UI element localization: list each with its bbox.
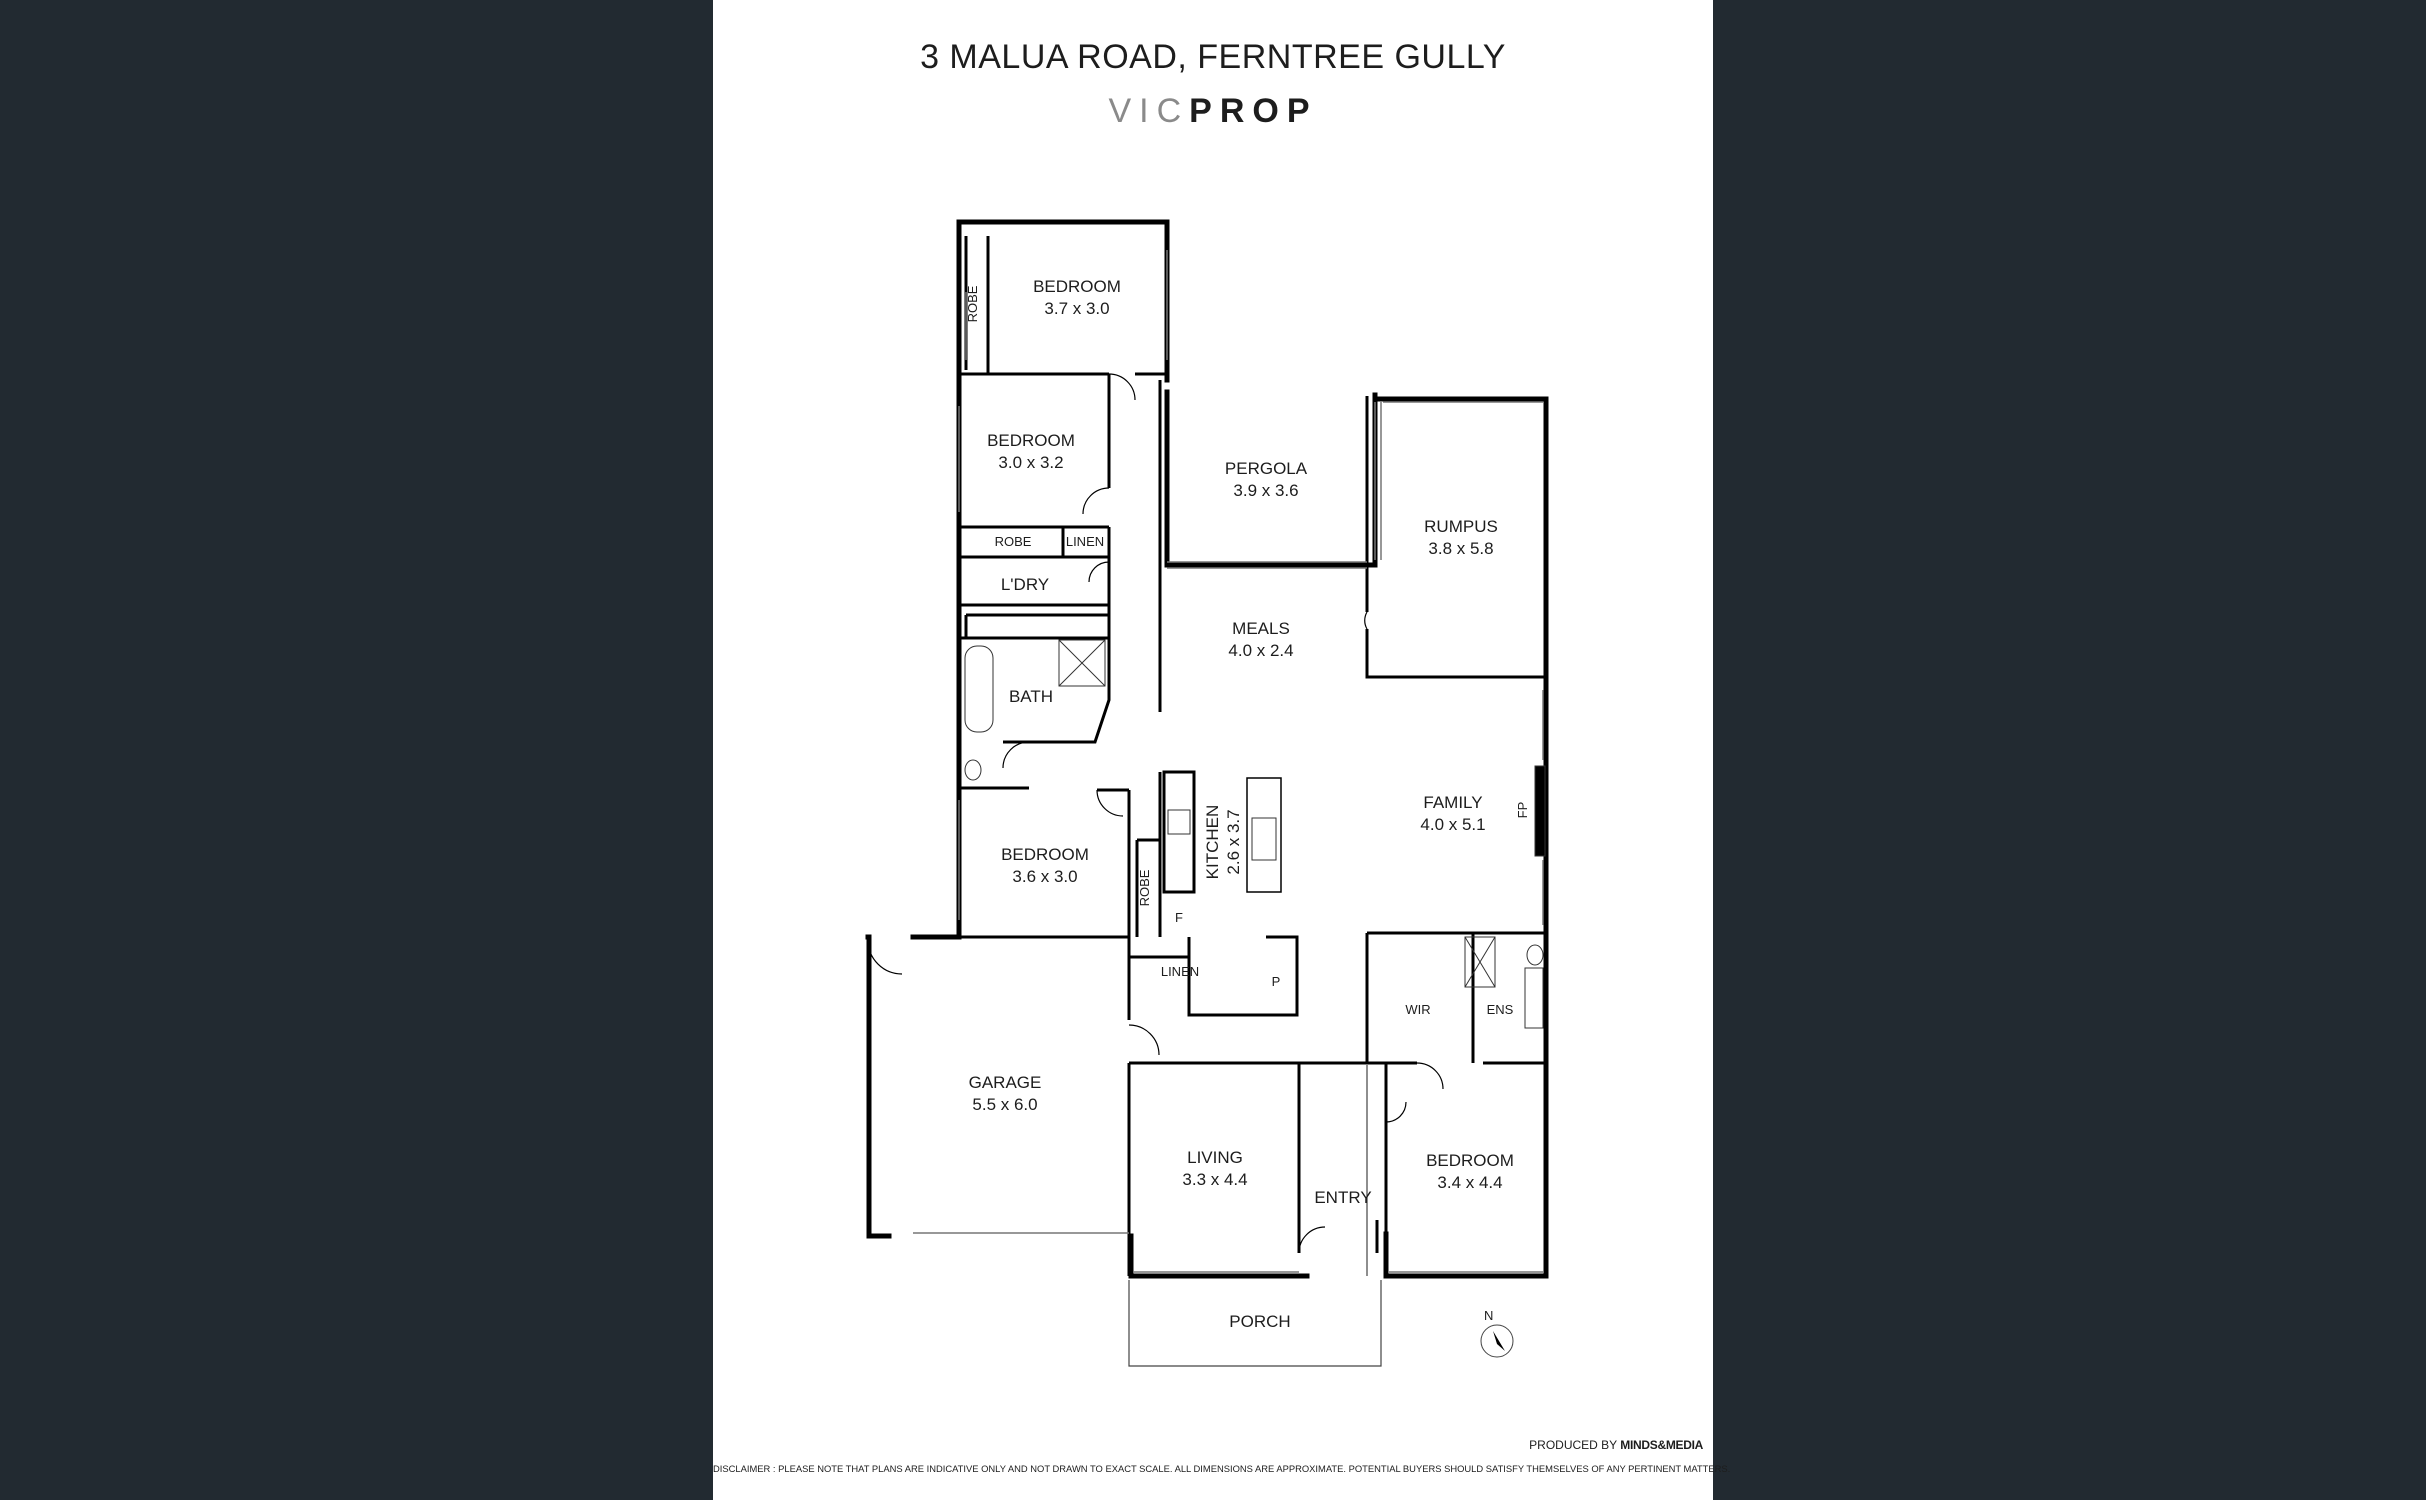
living-size: 3.3 x 4.4 [1182, 1170, 1247, 1189]
porch-label: PORCH [1229, 1312, 1290, 1331]
rumpus-size: 3.8 x 5.8 [1428, 539, 1493, 558]
meals-name: MEALS [1232, 619, 1290, 638]
cooktop-icon [1167, 809, 1191, 835]
ensuite-toilet-icon [1526, 944, 1544, 966]
produced-by-label: PRODUCED BY [1529, 1438, 1617, 1452]
vanity-icon [1524, 967, 1544, 1029]
linen2-label: LINEN [1161, 964, 1199, 979]
windows [913, 250, 1544, 1273]
bedroom2-size: 3.0 x 3.2 [998, 453, 1063, 472]
rumpus-name: RUMPUS [1424, 517, 1498, 536]
fridge-label: F [1175, 910, 1183, 925]
pergola-size: 3.9 x 3.6 [1233, 481, 1298, 500]
pantry-label: P [1272, 974, 1281, 989]
shower-icon [1058, 639, 1106, 687]
floor-plan-sheet: 3 MALUA ROAD, FERNTREE GULLY VICPROP [713, 0, 1731, 1500]
brand-bold-text: PROP [1189, 92, 1318, 130]
bedroom2-name: BEDROOM [987, 431, 1075, 450]
bedroom3-name: BEDROOM [1001, 845, 1089, 864]
agency-logo: VICPROP [713, 92, 1713, 131]
bath-label: BATH [1009, 687, 1053, 706]
north-arrow-icon [1493, 1331, 1505, 1351]
bedroom4-size: 3.4 x 4.4 [1437, 1173, 1502, 1192]
toilet-icon [964, 759, 982, 781]
compass: N [1480, 1308, 1514, 1358]
fixtures [964, 639, 1546, 1029]
linen1-label: LINEN [1066, 534, 1104, 549]
property-address: 3 MALUA ROAD, FERNTREE GULLY [920, 38, 1506, 76]
brand-light-text: VIC [1108, 92, 1190, 130]
family-size: 4.0 x 5.1 [1420, 815, 1485, 834]
garage-size: 5.5 x 6.0 [972, 1095, 1037, 1114]
disclaimer-text: DISCLAIMER : PLEASE NOTE THAT PLANS ARE … [713, 1463, 1731, 1474]
compass-ring-icon [1480, 1324, 1514, 1358]
pergola-name: PERGOLA [1225, 459, 1308, 478]
kitchen-size: 2.6 x 3.7 [1224, 809, 1243, 874]
meals-size: 4.0 x 2.4 [1228, 641, 1293, 660]
family-name: FAMILY [1423, 793, 1482, 812]
fireplace-label: FP [1515, 802, 1530, 819]
bedroom4-name: BEDROOM [1426, 1151, 1514, 1170]
bedroom3-size: 3.6 x 3.0 [1012, 867, 1077, 886]
door-swings [867, 373, 1444, 1254]
sink-icon [1251, 817, 1277, 861]
producer-credit: PRODUCED BY MINDS&MEDIA [1529, 1438, 1703, 1452]
compass-north-label: N [1484, 1308, 1493, 1323]
producer-logo: MINDS&MEDIA [1620, 1438, 1703, 1452]
garage-name: GARAGE [969, 1073, 1042, 1092]
porch-outline [1128, 1065, 1382, 1367]
fireplace-icon [1534, 765, 1546, 857]
robe2-label: ROBE [995, 534, 1032, 549]
floor-plan: N BEDROOM 3.7 x 3.0 ROBE BEDROOM 3.0 x 3… [865, 219, 1549, 1367]
laundry-label: L'DRY [1001, 575, 1049, 594]
ensuite-label: ENS [1487, 1002, 1514, 1017]
wir-label: WIR [1405, 1002, 1430, 1017]
interior-walls [957, 236, 1546, 1276]
robe1-label: ROBE [965, 285, 980, 322]
bedroom1-size: 3.7 x 3.0 [1044, 299, 1109, 318]
robe3-label: ROBE [1137, 869, 1152, 906]
living-name: LIVING [1187, 1148, 1243, 1167]
exterior-walls [865, 219, 1549, 1279]
bedroom1-name: BEDROOM [1033, 277, 1121, 296]
kitchen-name: KITCHEN [1203, 805, 1222, 880]
ensuite-shower-icon [1464, 936, 1496, 988]
entry-label: ENTRY [1314, 1188, 1371, 1207]
bathtub-icon [964, 645, 994, 733]
